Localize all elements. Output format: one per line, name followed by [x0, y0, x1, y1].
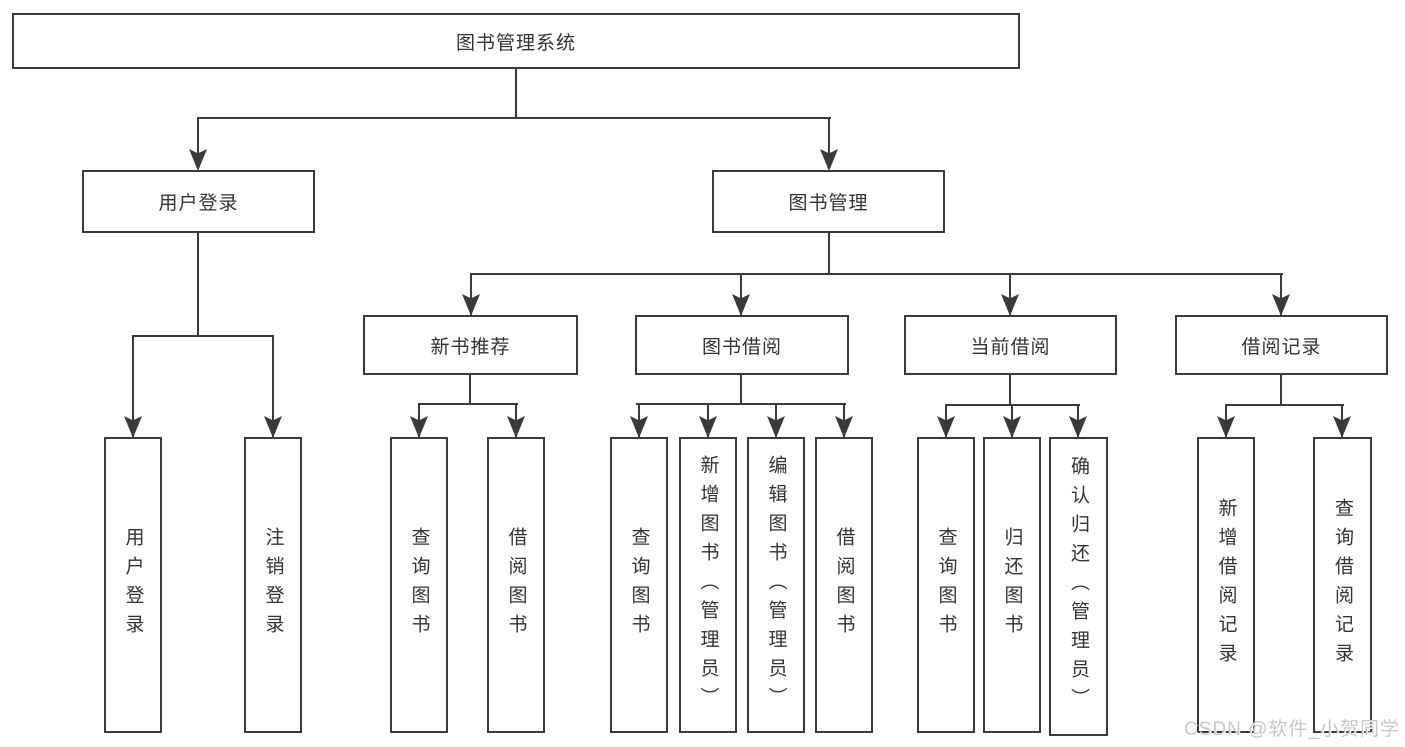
leaf-current-query: 查询图书 — [917, 437, 975, 733]
connector-drop-book — [828, 117, 830, 169]
leaf-logout: 注销登录 — [244, 437, 302, 733]
node-user-login: 用户登录 — [82, 170, 315, 233]
node-current-borrow: 当前借阅 — [904, 315, 1117, 375]
connector-user-rail — [132, 335, 274, 337]
leaf-newbook-borrow: 借阅图书 — [487, 437, 545, 733]
leaf-user-login: 用户登录 — [104, 437, 162, 733]
connector-drop-leaf — [132, 335, 134, 437]
leaf-newbook-query: 查询图书 — [390, 437, 448, 733]
csdn-watermark: CSDN @软件_小贺同学 — [1184, 719, 1400, 740]
leaf-record-query: 查询借阅记录 — [1313, 437, 1372, 733]
connector-bb-rail — [636, 403, 846, 405]
leaf-borrow-edit: 编辑图书（管理员） — [747, 437, 805, 733]
leaf-record-query-label: 查询借阅记录 — [1332, 498, 1353, 672]
leaf-current-query-label: 查询图书 — [935, 527, 957, 643]
node-user-login-label: 用户登录 — [158, 193, 239, 214]
connector-br-stem — [1280, 375, 1282, 406]
connector-book-stem — [828, 233, 830, 275]
leaf-record-add: 新增借阅记录 — [1197, 437, 1255, 733]
connector-drop-leaf — [418, 403, 420, 437]
connector-drop-l3 — [740, 273, 742, 315]
leaf-record-add-label: 新增借阅记录 — [1215, 498, 1237, 672]
connector-drop-leaf — [638, 403, 640, 437]
connector-drop-l3 — [1280, 273, 1282, 315]
leaf-borrow-add: 新增图书（管理员） — [679, 437, 737, 733]
connector-drop-leaf — [515, 403, 517, 437]
leaf-newbook-query-label: 查询图书 — [408, 527, 430, 643]
node-borrow-record: 借阅记录 — [1175, 315, 1388, 375]
connector-drop-leaf — [843, 403, 845, 437]
leaf-borrow-edit-label: 编辑图书（管理员） — [765, 454, 787, 716]
leaf-user-login-label: 用户登录 — [122, 527, 144, 643]
node-new-book-label: 新书推荐 — [430, 336, 511, 358]
leaf-borrow-borrow: 借阅图书 — [815, 437, 873, 733]
node-current-borrow-label: 当前借阅 — [970, 336, 1051, 358]
node-book-mgmt: 图书管理 — [712, 170, 945, 233]
connector-br-rail — [1225, 404, 1344, 406]
connector-root-stem — [515, 68, 517, 118]
node-book-mgmt-label: 图书管理 — [788, 193, 869, 214]
connector-drop-l3 — [470, 273, 472, 315]
node-book-borrow: 图书借阅 — [635, 315, 849, 375]
connector-drop-leaf — [707, 403, 709, 437]
connector-drop-l3 — [1009, 273, 1011, 315]
leaf-borrow-borrow-label: 借阅图书 — [833, 527, 855, 643]
connector-book-rail — [470, 273, 1283, 275]
connector-bb-stem — [740, 375, 742, 405]
node-borrow-record-label: 借阅记录 — [1241, 336, 1322, 358]
leaf-borrow-query-label: 查询图书 — [628, 527, 650, 643]
node-book-borrow-label: 图书借阅 — [701, 336, 782, 358]
connector-user-stem — [197, 233, 199, 337]
leaf-newbook-borrow-label: 借阅图书 — [505, 527, 527, 643]
leaf-current-return: 归还图书 — [983, 437, 1041, 733]
leaf-borrow-add-label: 新增图书（管理员） — [697, 454, 719, 716]
connector-nb-stem — [469, 375, 471, 405]
connector-root-rail — [197, 117, 831, 119]
leaf-borrow-query: 查询图书 — [610, 437, 668, 733]
leaf-current-confirm: 确认归还（管理员） — [1049, 437, 1108, 736]
connector-drop-leaf — [775, 403, 777, 437]
leaf-current-confirm-label: 确认归还（管理员） — [1068, 456, 1089, 717]
node-root: 图书管理系统 — [12, 13, 1020, 69]
connector-nb-rail — [418, 403, 518, 405]
leaf-logout-label: 注销登录 — [262, 527, 284, 643]
node-root-label: 图书管理系统 — [455, 32, 576, 54]
connector-drop-leaf — [272, 335, 274, 437]
node-new-book: 新书推荐 — [363, 315, 578, 375]
connector-cb-stem — [1009, 375, 1011, 406]
leaf-current-return-label: 归还图书 — [1001, 527, 1023, 643]
connector-drop-user — [197, 117, 199, 169]
